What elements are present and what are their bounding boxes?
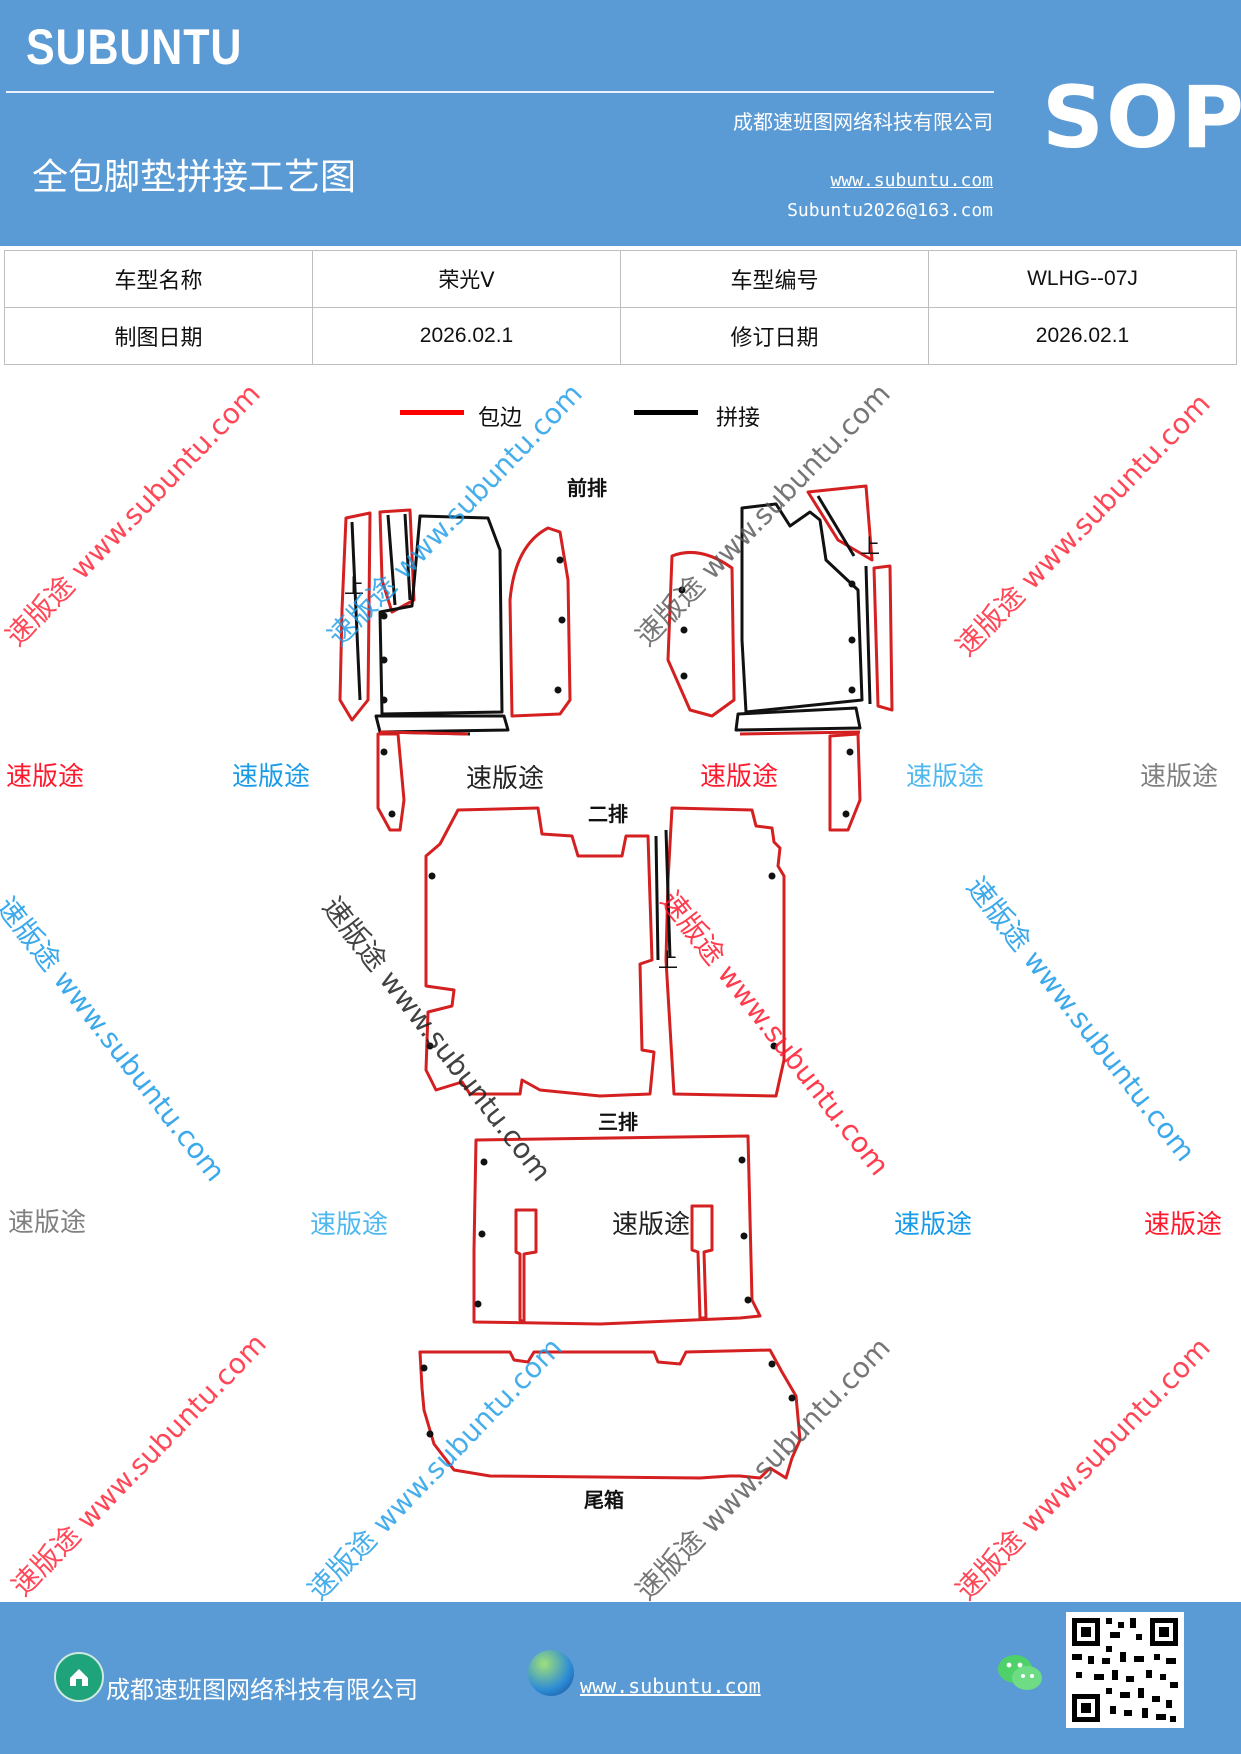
header-website-link[interactable]: www.subuntu.com: [830, 170, 993, 191]
watermark-text: 速版途: [1144, 1210, 1223, 1240]
header-email[interactable]: Subuntu2026@163.com: [787, 200, 993, 221]
front-right-top-join: [816, 495, 856, 557]
front-left-join-strip: [350, 521, 362, 701]
header-company: 成都速班图网络科技有限公司: [733, 110, 993, 134]
front-left-lower-strip: [376, 732, 406, 832]
front-left-side: [508, 526, 572, 718]
revise-date-value: 2026.02.1: [928, 307, 1237, 365]
front-right-main: [740, 502, 864, 714]
second-right-piece: [664, 806, 786, 1098]
label-trunk: 尾箱: [584, 1488, 624, 1512]
home-icon: [54, 1652, 104, 1702]
watermark-text: 速版途: [1140, 762, 1219, 792]
model-name-label: 车型名称: [4, 250, 313, 308]
legend-join-label: 拼接: [716, 406, 761, 431]
second-center-join: [654, 829, 672, 961]
label-second-row: 二排: [588, 802, 628, 826]
third-row-piece: [472, 1134, 762, 1326]
legend-edge: 包边: [400, 400, 580, 440]
legend-edge-swatch: [400, 410, 464, 415]
trunk-piece: [418, 1348, 802, 1480]
front-right-lower-edge: [739, 730, 861, 736]
front-right-side: [666, 550, 736, 718]
footer-company: 成都速班图网络科技有限公司: [106, 1676, 418, 1704]
wechat-icon[interactable]: [996, 1652, 1044, 1694]
watermark-text: 速版途: [700, 762, 779, 792]
watermark-text: 速版途: [894, 1210, 973, 1240]
front-left-main: [378, 514, 504, 716]
model-code-label: 车型编号: [620, 250, 929, 308]
watermark-text: 速版途: [232, 762, 311, 792]
front-right-outer-piece: [872, 564, 894, 712]
watermark-text: 速版途: [612, 1210, 691, 1240]
watermark-text: 速版途: [6, 762, 85, 792]
legend-join: 拼接: [634, 400, 814, 440]
front-left-outer-piece: [338, 511, 372, 722]
table-row: 制图日期 2026.02.1 修订日期 2026.02.1: [4, 307, 1237, 365]
legend-edge-label: 包边: [478, 406, 523, 431]
info-table: 车型名称 荣光Ⅴ 车型编号 WLHG--07J 制图日期 2026.02.1 修…: [4, 250, 1237, 365]
up-mark: 上: [860, 534, 880, 558]
front-right-bottom: [734, 706, 862, 732]
up-mark: 上: [658, 948, 678, 972]
model-code-value: WLHG--07J: [928, 250, 1237, 308]
header-banner: SUBUNTU SOP 成都速班图网络科技有限公司 全包脚垫拼接工艺图 www.…: [0, 0, 1241, 246]
watermark-text: 速版途: [466, 764, 545, 794]
draw-date-value: 2026.02.1: [312, 307, 621, 365]
front-left-lower-edge: [379, 730, 469, 736]
third-row-slot-right: [690, 1204, 714, 1320]
third-row-slot-left: [514, 1208, 538, 1324]
front-right-outer-join: [864, 565, 872, 705]
model-name-value: 荣光Ⅴ: [312, 250, 621, 308]
revise-date-label: 修订日期: [620, 307, 929, 365]
watermark-text: 速版途: [310, 1210, 389, 1240]
globe-icon: [528, 1650, 574, 1696]
draw-date-label: 制图日期: [4, 307, 313, 365]
watermark-text: 速版途: [8, 1208, 87, 1238]
watermark-text: 速版途: [906, 762, 985, 792]
doc-type: SOP: [1042, 68, 1241, 168]
front-right-top-piece: [806, 484, 874, 562]
legend-join-swatch: [634, 410, 698, 415]
up-mark: 上: [344, 574, 364, 598]
page-title: 全包脚垫拼接工艺图: [32, 157, 357, 198]
label-third-row: 三排: [598, 1110, 638, 1134]
header-divider: [6, 91, 994, 93]
footer-website-link[interactable]: www.subuntu.com: [580, 1674, 761, 1698]
front-left-join-a: [386, 513, 412, 606]
label-front-row: 前排: [567, 476, 607, 500]
front-left-main-bottom: [374, 714, 510, 734]
table-row: 车型名称 荣光Ⅴ 车型编号 WLHG--07J: [4, 250, 1237, 308]
qr-code: [1066, 1612, 1184, 1728]
front-right-lower-strip: [828, 732, 862, 832]
front-left-inner-piece: [378, 508, 416, 614]
brand-logo: SUBUNTU: [26, 19, 243, 75]
second-left-piece: [424, 806, 656, 1098]
